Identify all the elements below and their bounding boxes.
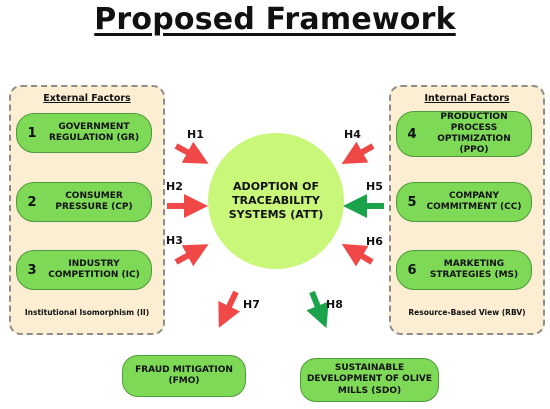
outcome-fraud-mitigation-label: FRAUD MITIGATION (FMO) — [135, 364, 233, 386]
hypothesis-h6-label: H6 — [366, 235, 383, 248]
factor-label: INDUSTRY COMPETITION (IC) — [48, 258, 140, 280]
factor-number: 2 — [27, 194, 37, 210]
hypothesis-h1-label: H1 — [187, 128, 204, 141]
hypothesis-h2-label: H2 — [166, 180, 183, 193]
factor-number: 5 — [407, 194, 417, 210]
hypothesis-h8-label: H8 — [326, 298, 343, 311]
arrow-h3 — [174, 244, 209, 267]
adoption-traceability-node: ADOPTION OF TRACEABILITY SYSTEMS (ATT) — [208, 133, 344, 269]
factor-label: PRODUCTION PROCESS OPTIMIZATION (PPO) — [437, 111, 511, 156]
internal-factors-header: Internal Factors — [424, 93, 510, 104]
factor-number: 1 — [27, 125, 37, 141]
hypothesis-h4-label: H4 — [344, 128, 361, 141]
adoption-traceability-label: ADOPTION OF TRACEABILITY SYSTEMS (ATT) — [228, 179, 324, 222]
page-title: Proposed Framework — [94, 2, 456, 37]
factor-consumer-pressure: 2 CONSUMER PRESSURE (CP) — [16, 182, 152, 222]
factor-label: GOVERNMENT REGULATION (GR) — [48, 121, 140, 143]
institutional-isomorphism-label: Institutional Isomorphism (II) — [24, 308, 150, 317]
factor-production-process-optimization: 4 PRODUCTION PROCESS OPTIMIZATION (PPO) — [396, 111, 532, 157]
arrow-h8 — [306, 290, 329, 329]
resource-based-view-label: Resource-Based View (RBV) — [408, 308, 526, 317]
hypothesis-h3-label: H3 — [166, 234, 183, 247]
hypothesis-h5-label: H5 — [366, 180, 383, 193]
outcome-sustainable-development: SUSTAINABLE DEVELOPMENT OF OLIVE MILLS (… — [300, 358, 439, 402]
factor-label: CONSUMER PRESSURE (CP) — [55, 190, 133, 212]
outcome-sustainable-development-label: SUSTAINABLE DEVELOPMENT OF OLIVE MILLS (… — [306, 363, 433, 396]
outcome-fraud-mitigation: FRAUD MITIGATION (FMO) — [122, 355, 246, 397]
hypothesis-h7-label: H7 — [243, 298, 260, 311]
factor-marketing-strategies: 6 MARKETING STRATEGIES (MS) — [396, 250, 532, 290]
factor-label: COMPANY COMMITMENT (CC) — [426, 190, 522, 212]
factor-label: MARKETING STRATEGIES (MS) — [429, 258, 519, 280]
factor-number: 4 — [407, 126, 417, 142]
arrow-h6 — [341, 243, 374, 267]
arrow-h1 — [174, 141, 209, 164]
factor-number: 6 — [407, 262, 417, 278]
factor-industry-competition: 3 INDUSTRY COMPETITION (IC) — [16, 250, 152, 290]
factor-company-commitment: 5 COMPANY COMMITMENT (CC) — [396, 182, 532, 222]
external-factors-header: External Factors — [43, 93, 131, 104]
arrow-h7 — [218, 290, 241, 328]
factor-government-regulation: 1 GOVERNMENT REGULATION (GR) — [16, 113, 152, 153]
factor-number: 3 — [27, 262, 37, 278]
arrow-h4 — [341, 141, 375, 164]
